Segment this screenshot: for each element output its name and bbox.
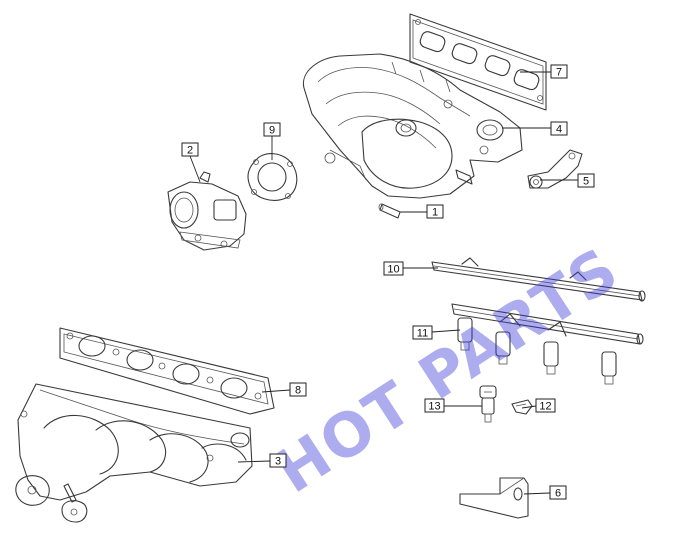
callout-10-label: 10 bbox=[387, 264, 399, 276]
callout-2-label: 2 bbox=[187, 145, 193, 157]
callout-7: 7 bbox=[550, 64, 568, 79]
sleeve-part bbox=[378, 203, 401, 219]
exhaust-manifold-gasket bbox=[59, 327, 275, 415]
callout-6: 6 bbox=[549, 485, 567, 500]
exhaust-manifold bbox=[15, 383, 253, 523]
injector-4 bbox=[601, 351, 617, 385]
callout-10: 10 bbox=[383, 261, 404, 276]
fuel-rail-with-injectors bbox=[451, 303, 644, 385]
callout-6-label: 6 bbox=[555, 488, 561, 500]
leader-lines bbox=[189, 71, 578, 495]
fuel-rail-upper bbox=[431, 257, 646, 302]
intake-manifold-gasket bbox=[409, 13, 547, 111]
callout-5: 5 bbox=[577, 173, 595, 188]
callout-2: 2 bbox=[181, 142, 199, 157]
callout-9: 9 bbox=[263, 122, 281, 137]
callout-3-label: 3 bbox=[275, 456, 281, 468]
intake-manifold bbox=[302, 53, 523, 199]
callout-8-label: 8 bbox=[295, 385, 301, 397]
callout-13: 13 bbox=[424, 398, 445, 413]
callout-3: 3 bbox=[269, 453, 287, 468]
callout-12-label: 12 bbox=[539, 401, 551, 413]
manifold-bracket bbox=[527, 149, 583, 189]
injector-2 bbox=[495, 331, 511, 365]
callout-1: 1 bbox=[426, 204, 444, 219]
fuel-injector bbox=[479, 385, 497, 423]
callout-9-label: 9 bbox=[269, 125, 275, 137]
callout-13-label: 13 bbox=[428, 401, 440, 413]
callout-4-label: 4 bbox=[556, 124, 562, 136]
callout-11-label: 11 bbox=[417, 328, 428, 340]
callout-1-label: 1 bbox=[432, 207, 438, 219]
watermark: HOT PARTS bbox=[264, 234, 632, 507]
throttle-gasket bbox=[247, 153, 298, 201]
callout-7-label: 7 bbox=[556, 67, 562, 79]
callout-8: 8 bbox=[289, 382, 307, 397]
injector-3 bbox=[543, 341, 559, 375]
callout-5-label: 5 bbox=[583, 176, 589, 188]
callout-12: 12 bbox=[535, 398, 556, 413]
throttle-body bbox=[167, 171, 247, 251]
callout-11: 11 bbox=[412, 325, 433, 340]
callout-4: 4 bbox=[550, 121, 568, 136]
injector-clip bbox=[511, 399, 533, 415]
support-bracket bbox=[459, 477, 529, 519]
